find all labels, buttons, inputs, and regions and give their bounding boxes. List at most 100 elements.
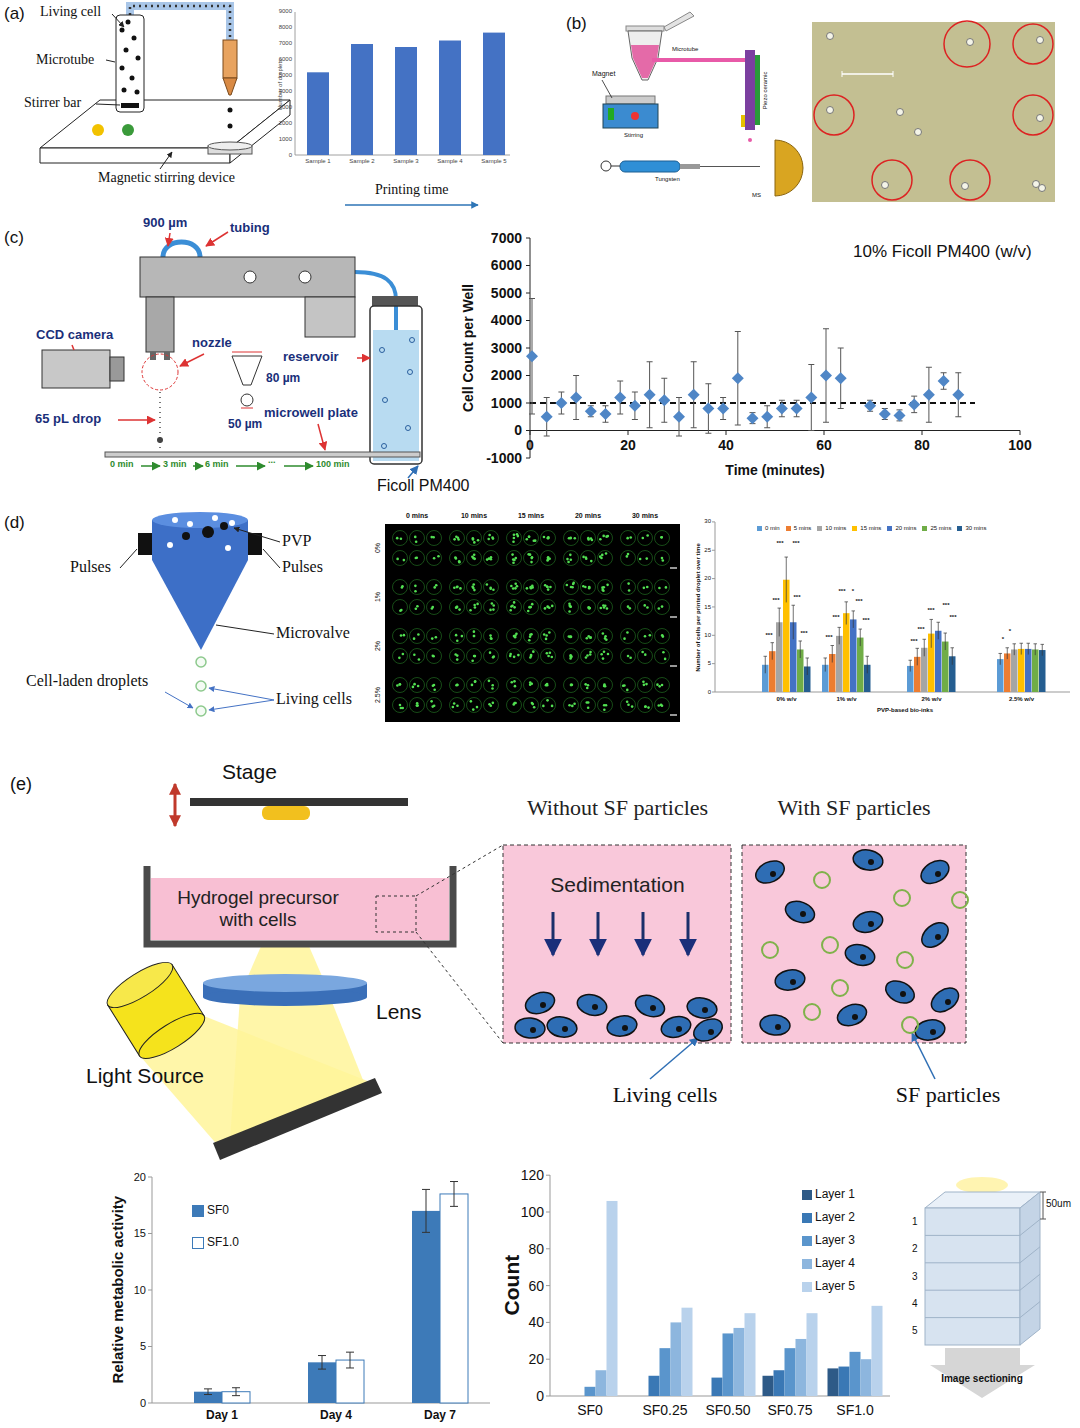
illustration-shape [566,558,569,561]
figure-label: * [1009,628,1011,635]
legend-item: 25 mins [922,525,951,532]
illustration-shape [660,536,663,539]
illustration-shape [585,1387,596,1396]
illustration-shape [638,531,653,546]
illustration-shape [581,649,596,664]
illustration-shape [490,556,493,559]
illustration-shape [417,685,420,688]
figure-label: 1 [912,1216,918,1228]
figure-label: microwell plate [264,406,358,421]
illustration-shape [393,698,408,713]
illustration-shape [473,553,476,556]
illustration-shape [546,1322,550,1323]
illustration-shape [416,704,419,707]
illustration-shape [220,522,228,530]
illustration-shape [399,609,402,612]
illustration-shape [529,414,535,415]
illustration-shape [546,1248,550,1249]
illustration-shape [483,33,505,155]
illustration-shape [517,535,520,538]
figure-label: Microtube [672,46,698,53]
illustration-shape [415,556,418,559]
illustration-shape [644,635,647,638]
figure-label: 4 [912,1298,918,1310]
illustration-shape [453,586,456,589]
figure-label: reservoir [283,350,339,365]
illustration-shape [632,392,638,393]
legend-swatch [887,526,892,531]
illustration-shape [599,538,602,541]
illustration-shape [868,859,874,865]
illustration-shape [530,557,533,560]
illustration-shape [546,1285,550,1286]
illustration-shape [621,551,636,566]
illustration-shape [752,857,788,888]
figure-label: 7000 [279,40,292,47]
illustration-shape [473,604,476,607]
figure-label: Stirrer bar [24,95,81,111]
illustration-shape [513,537,516,540]
illustration-shape [680,164,700,169]
figure-label: Tungsten [655,176,680,183]
figure-label: 0 [526,437,534,453]
illustration-shape [776,403,788,415]
figure-label: SF0.75 [767,1402,812,1418]
illustration-shape [568,602,571,605]
illustration-shape [851,908,885,935]
illustration-shape [642,680,645,683]
illustration-shape [911,412,917,413]
illustration-shape [882,977,918,1008]
illustration-shape [396,537,399,540]
illustration-shape [747,412,759,424]
illustration-shape [925,1262,1020,1263]
figure-label: 3 [912,1271,918,1283]
illustration-shape [209,688,274,700]
illustration-shape [925,1317,1020,1318]
illustration-shape [213,1078,382,1160]
figure-label: Lens [376,1000,422,1024]
figure-label: 50um [1046,1198,1071,1210]
illustration-shape [398,683,401,686]
illustration-shape [408,466,418,478]
illustration-shape [649,1376,660,1396]
illustration-shape [950,160,990,200]
illustration-shape [450,600,465,615]
illustration-shape [702,403,714,415]
illustration-shape [432,655,435,658]
illustration-shape [236,1388,237,1396]
illustration-shape [263,549,280,568]
illustration-shape [638,600,653,615]
illustration-shape [644,705,647,708]
illustration-shape [229,520,235,526]
illustration-shape [944,633,948,634]
figure-label: *** [949,614,956,621]
illustration-shape [626,631,629,634]
figure-label: 20 [528,1351,544,1367]
illustration-shape [180,354,204,366]
illustration-shape [1039,650,1046,692]
illustration-shape [603,422,609,423]
figure-label: 10 [134,1284,146,1297]
figure-label: 20 mins [575,512,601,520]
illustration-shape [598,678,613,693]
illustration-shape [467,531,482,546]
illustration-shape [547,537,550,540]
illustration-shape [850,619,857,692]
illustration-shape [547,655,550,658]
illustration-shape [467,551,482,566]
figure-label: -1000 [486,450,522,466]
illustration-shape [691,427,697,428]
illustration-shape [545,684,548,687]
illustration-shape [658,685,661,688]
legend-swatch [192,1237,204,1249]
illustration-shape [474,680,477,683]
illustration-shape [439,41,461,156]
illustration-shape [897,952,913,968]
illustration-shape [650,1005,656,1011]
illustration-shape [941,372,947,373]
figure-label: 900 µm [143,216,187,231]
figure-label: 0 [514,422,522,438]
illustration-shape [558,392,564,393]
legend-text: 25 mins [930,525,951,532]
illustration-shape [712,1378,723,1396]
